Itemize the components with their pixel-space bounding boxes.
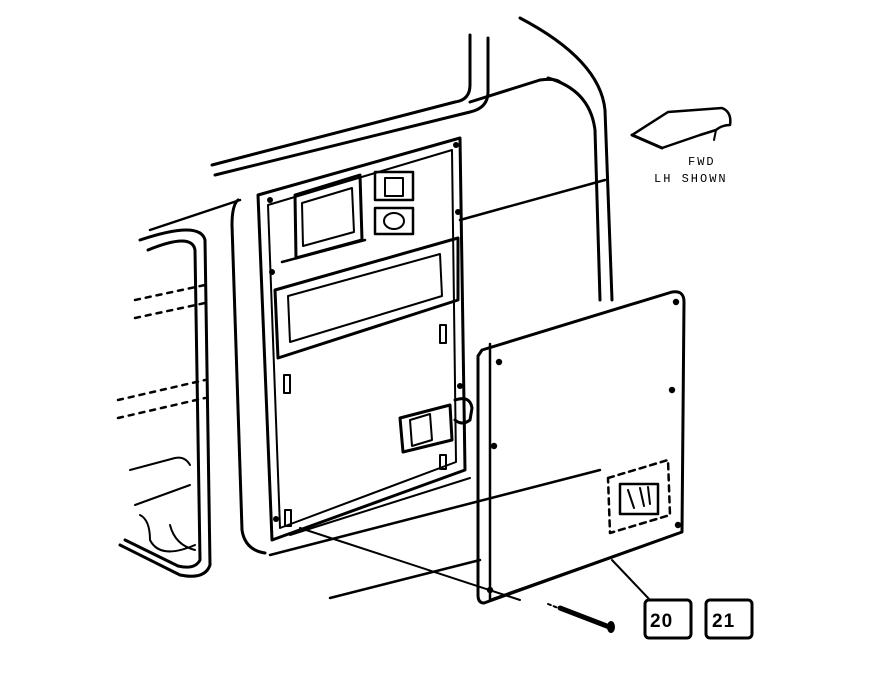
- callout-20: 20: [643, 598, 693, 640]
- hidden-lines: [116, 283, 207, 420]
- orientation-label-fwd: FWD: [688, 155, 716, 169]
- leader-lines: [299, 527, 651, 601]
- door-body: [118, 16, 614, 600]
- screw: [547, 603, 615, 633]
- access-cover-panel: [476, 290, 686, 605]
- orientation-label-side: LH SHOWN: [654, 172, 728, 186]
- callout-20-label: 20: [650, 611, 673, 632]
- callout-21-label: 21: [712, 611, 735, 632]
- forward-arrow-icon: [630, 106, 732, 150]
- door-cavity: [256, 136, 474, 542]
- panel-fasteners: [486, 298, 682, 594]
- callout-21: 21: [704, 598, 754, 640]
- frame-fasteners: [267, 142, 463, 522]
